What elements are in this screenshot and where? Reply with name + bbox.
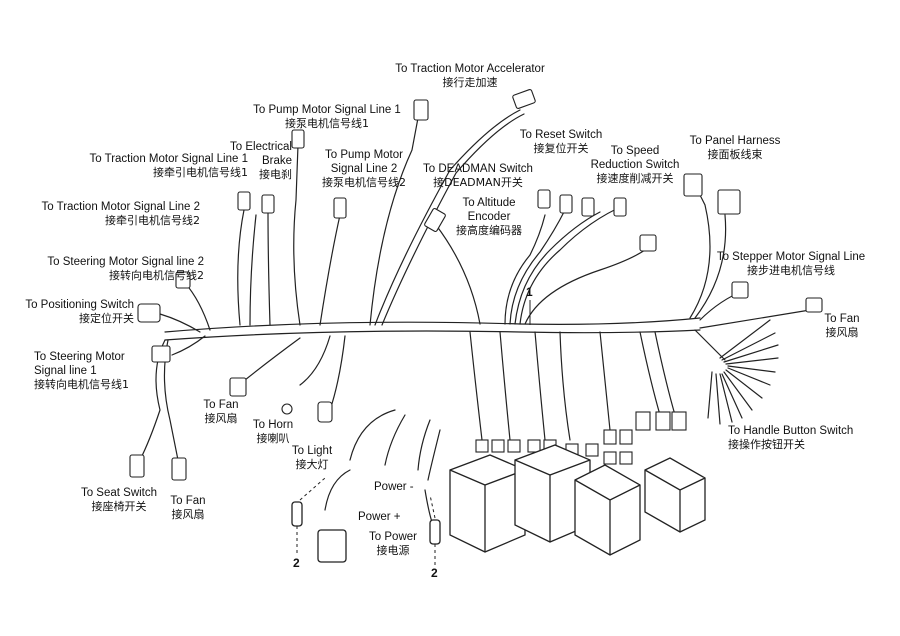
connector-steering2 <box>175 271 191 289</box>
branch-steering1 <box>171 335 206 356</box>
callout-fuse-left: 2 <box>293 556 300 570</box>
fuse-right <box>429 519 441 545</box>
connector-speed-c <box>613 197 627 217</box>
connector-fan-right <box>805 297 823 313</box>
branch-lower-1 <box>469 331 483 441</box>
connector-light <box>317 401 333 423</box>
main-trunk <box>164 317 701 333</box>
branch-traction1 <box>237 199 247 326</box>
connector-speed-a <box>559 194 573 214</box>
connector-seat <box>129 454 145 478</box>
connector-accelerator <box>512 89 536 109</box>
branch-steering2 <box>184 282 211 331</box>
connector-panel-1 <box>683 173 703 197</box>
main-trunk-edge <box>164 329 701 341</box>
branch-altitude-group <box>519 204 626 325</box>
fuse-left <box>291 501 303 527</box>
branch-fan-mid <box>244 337 301 381</box>
branch-brake <box>293 144 301 326</box>
connector-horn <box>281 403 293 415</box>
module-1 <box>449 454 526 553</box>
branch-traction2 <box>249 214 257 326</box>
connector-pump-sig1 <box>413 99 429 121</box>
label-power-plus: Power + <box>358 511 401 523</box>
connector-speed-b <box>581 197 595 217</box>
connector-reset <box>537 189 551 209</box>
module-4 <box>644 457 706 533</box>
connector-traction1 <box>237 191 251 211</box>
connector-steering1 <box>151 345 171 363</box>
branch-horn <box>299 335 331 386</box>
branch-pump-sig2 <box>319 214 341 326</box>
branch-light <box>329 335 346 411</box>
connector-deadman <box>424 208 446 232</box>
connector-panel-2 <box>717 189 741 215</box>
branch-handle-button-bundle <box>694 329 726 361</box>
contactor <box>317 529 347 563</box>
label-power-minus: Power - <box>374 481 414 493</box>
branch-traction-2b <box>267 209 271 326</box>
callout-fuse-right: 2 <box>431 566 438 580</box>
branch-positioning <box>159 313 201 333</box>
connector-brake <box>291 129 305 149</box>
branch-pump-sig1 <box>369 117 419 326</box>
module-3 <box>574 464 641 556</box>
connector-fan-mid <box>229 377 247 397</box>
branch-panel <box>689 194 711 319</box>
connector-altitude <box>639 234 657 252</box>
connector-pump-sig2 <box>333 197 347 219</box>
connector-stepper <box>731 281 749 299</box>
power-lines <box>349 409 441 481</box>
branch-accelerator <box>374 109 521 326</box>
connector-positioning <box>137 303 161 323</box>
connector-traction1b <box>261 194 275 214</box>
callout-harness: 1 <box>526 285 533 299</box>
branch-deadman <box>435 224 481 325</box>
connector-fan-bottom <box>171 457 187 481</box>
